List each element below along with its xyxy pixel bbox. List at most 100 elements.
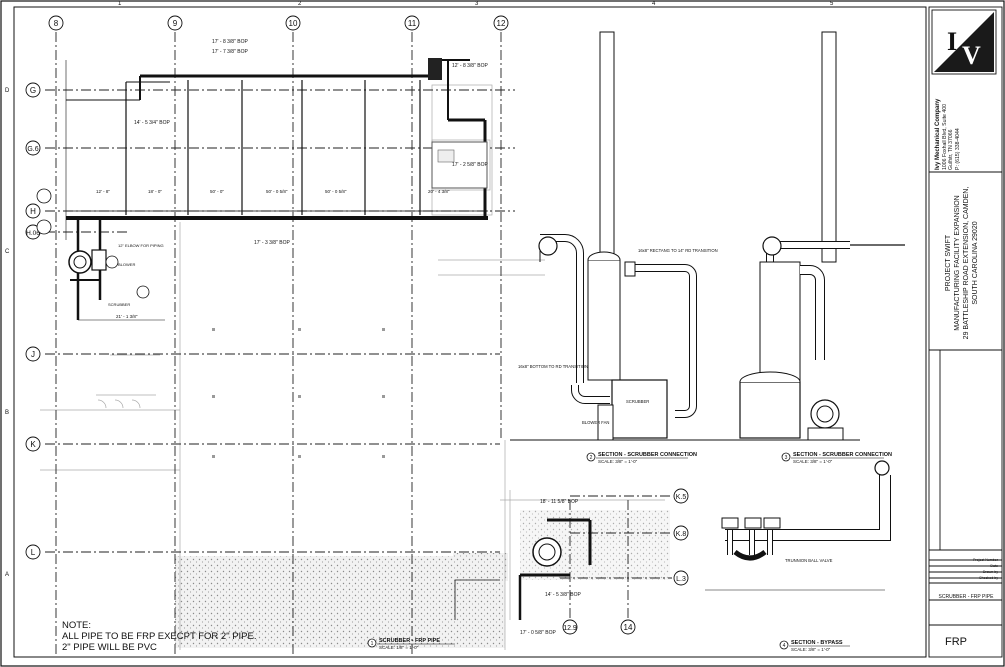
dimension-label: 20' - 4 3/8" <box>428 189 450 194</box>
grid-label: 8 <box>54 19 59 28</box>
project-address: SOUTH CAROLINA 29020 <box>972 221 979 305</box>
company-phone: P: (615) 338-4044 <box>954 128 961 170</box>
section-number: 1 <box>371 641 374 647</box>
svg-text:I: I <box>947 27 957 56</box>
dimension-label: 50' - 0 5/8" <box>325 189 347 194</box>
section-number: 4 <box>783 643 786 649</box>
note-line: ALL PIPE TO BE FRP EXECPT FOR 2" PIPE. <box>62 631 257 642</box>
section-scale: SCALE: 3/8" = 1'-0" <box>793 459 833 464</box>
drawing-border <box>13 6 927 658</box>
title-row: Checked by <box>979 576 998 580</box>
project-description: MANUFACTURING FACILITY EXPANSION <box>954 195 961 331</box>
section-marker <box>136 285 150 299</box>
hood-equipment <box>431 141 488 189</box>
dimension-label: 12' - 8" <box>96 189 110 194</box>
grid-label: K.5 <box>676 494 687 501</box>
callout-label: 16x8" RECTANG TO 14" RD TRANSITION <box>638 248 718 253</box>
pipe-elevation-label: 17' - 0 5/8" BOP <box>520 630 556 636</box>
grid-bubble <box>404 15 420 31</box>
pipe-elevation-label: 14' - 5 3/4" BOP <box>134 120 170 126</box>
company-logo: I V <box>934 12 994 72</box>
grid-bubble <box>25 203 41 219</box>
grid-bubble <box>562 619 578 635</box>
section-marker <box>779 640 789 650</box>
callout-label: BLOWER FAN <box>582 420 609 425</box>
section-marker <box>36 219 52 235</box>
section-number: 2 <box>590 455 593 461</box>
svg-text:V: V <box>962 41 981 70</box>
callout-label: SCRUBBER <box>108 302 130 307</box>
section-marker <box>781 452 791 462</box>
grid-bubble <box>620 619 636 635</box>
grid-bubble <box>673 488 689 504</box>
section-marker <box>105 255 119 269</box>
section-scale: SCALE: 3/8" = 1'-0" <box>791 647 831 652</box>
grid-label: G <box>30 86 36 95</box>
grid-label: 14 <box>624 623 633 632</box>
note-line: 2" PIPE WILL BE PVC <box>62 642 157 653</box>
section-scrubber-connection <box>510 31 720 441</box>
section-marker <box>586 452 596 462</box>
section-title: SECTION - SCRUBBER CONNECTION <box>598 452 697 458</box>
border-number: 3 <box>475 1 479 7</box>
grid-label: G.6 <box>27 146 38 153</box>
grid-bubble <box>48 15 64 31</box>
border-number: 5 <box>830 1 834 7</box>
hatched-floor-area <box>175 556 505 648</box>
border-number: 2 <box>298 1 302 7</box>
sheet-number: FRP <box>945 636 967 648</box>
section-bypass <box>705 460 891 591</box>
project-name: PROJECT SWIFT <box>945 234 952 292</box>
project-address: 29 BATTLESHIP ROAD EXTENSION, CAMDEN, <box>963 186 970 340</box>
pipe-elevation-label: 14' - 5 3/8" BOP <box>545 592 581 598</box>
dimension-label: 18' - 0" <box>148 189 162 194</box>
section-scrubber-connection-2 <box>720 31 905 441</box>
pipe-elevation-label: 18' - 11 5/8" BOP <box>540 499 579 505</box>
title-row: Project Number <box>973 558 998 562</box>
border-letter: B <box>5 410 9 416</box>
grid-bubble <box>673 570 689 586</box>
border-number: 1 <box>118 1 122 7</box>
sheet-description: SCRUBBER - FRP PIPE <box>938 594 994 600</box>
border-number: 4 <box>652 1 656 7</box>
pipe-elevation-label: 17' - 8 3/8" BOP <box>212 39 248 45</box>
plan-piping <box>65 59 488 321</box>
title-block-rows: Project Number Date Drawn by Checked by <box>930 557 1000 581</box>
grid-label: J <box>31 350 35 359</box>
section-title: SECTION - SCRUBBER CONNECTION <box>793 452 892 458</box>
callout-label: 16x8" BOTTOM TO RD TRANSITION <box>518 364 588 369</box>
grid-bubble <box>285 15 301 31</box>
border-letter: D <box>5 88 10 94</box>
grid-label: H <box>30 207 36 216</box>
pipe-elevation-label: 17' - 3 3/8" BOP <box>254 240 290 246</box>
hatched-floor-area <box>453 553 508 581</box>
company-info: Ivy Mechanical Company 1006 Foxhall Blvd… <box>935 80 975 170</box>
grid-label: 12 <box>497 19 506 28</box>
pipe-elevation-label: 17' - 2 5/8" BOP <box>452 162 488 168</box>
grid-bubble <box>25 544 41 560</box>
grid-label: L.3 <box>676 576 686 583</box>
grid-label: 11 <box>408 19 417 28</box>
plan-blower <box>68 249 107 298</box>
section-scale: SCALE: 1/8" = 1'-0" <box>379 645 419 650</box>
pipe-elevation-label: 17' - 7 3/8" BOP <box>212 49 248 55</box>
callout-label: TRUNNION BALL VALVE <box>785 558 833 563</box>
section-marker <box>36 188 52 204</box>
grid-bubble <box>167 15 183 31</box>
grid-label: L <box>31 548 36 557</box>
title-row: Drawn by <box>982 570 998 574</box>
dimension-label: 50' - 0 5/8" <box>266 189 288 194</box>
grid-label: 12.9 <box>563 625 577 632</box>
border-letter: A <box>5 572 9 578</box>
section-title: SECTION - BYPASS <box>791 640 843 646</box>
grid-label: K <box>30 440 36 449</box>
callout-label: SCRUBBER <box>626 399 649 404</box>
project-info: PROJECT SWIFT MANUFACTURING FACILITY EXP… <box>944 180 994 346</box>
grid-bubble <box>25 140 41 156</box>
valve-symbol <box>428 58 442 80</box>
dimension-label: 50' - 0" <box>210 189 224 194</box>
grid-label: K.8 <box>676 531 687 538</box>
